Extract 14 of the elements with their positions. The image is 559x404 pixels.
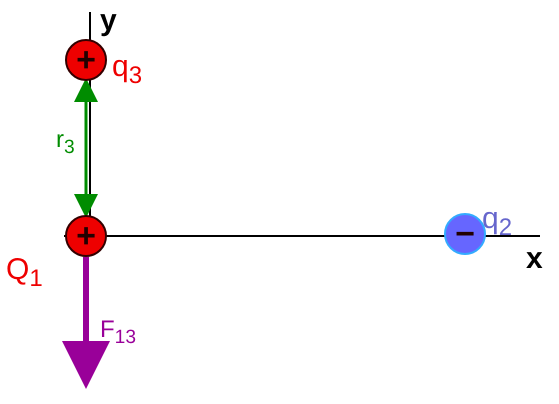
arrow — [62, 257, 110, 389]
charge-circle — [65, 39, 107, 81]
charge-sign: + — [76, 43, 96, 77]
charge-label: Q$_{1}$ — [6, 255, 43, 291]
charge-label: q$_{3}$ — [112, 52, 142, 88]
charge-circle — [65, 215, 107, 257]
arrow — [74, 78, 98, 218]
edge-label: r$_{3}$ — [56, 128, 75, 157]
charge-sign: − — [455, 217, 475, 251]
axis-label: x — [526, 244, 543, 274]
axis-label: y — [100, 6, 117, 36]
edge-label: F$_{13}$ — [100, 318, 136, 347]
charge-label: q$_{2}$ — [482, 204, 512, 240]
charge-sign: + — [76, 219, 96, 253]
